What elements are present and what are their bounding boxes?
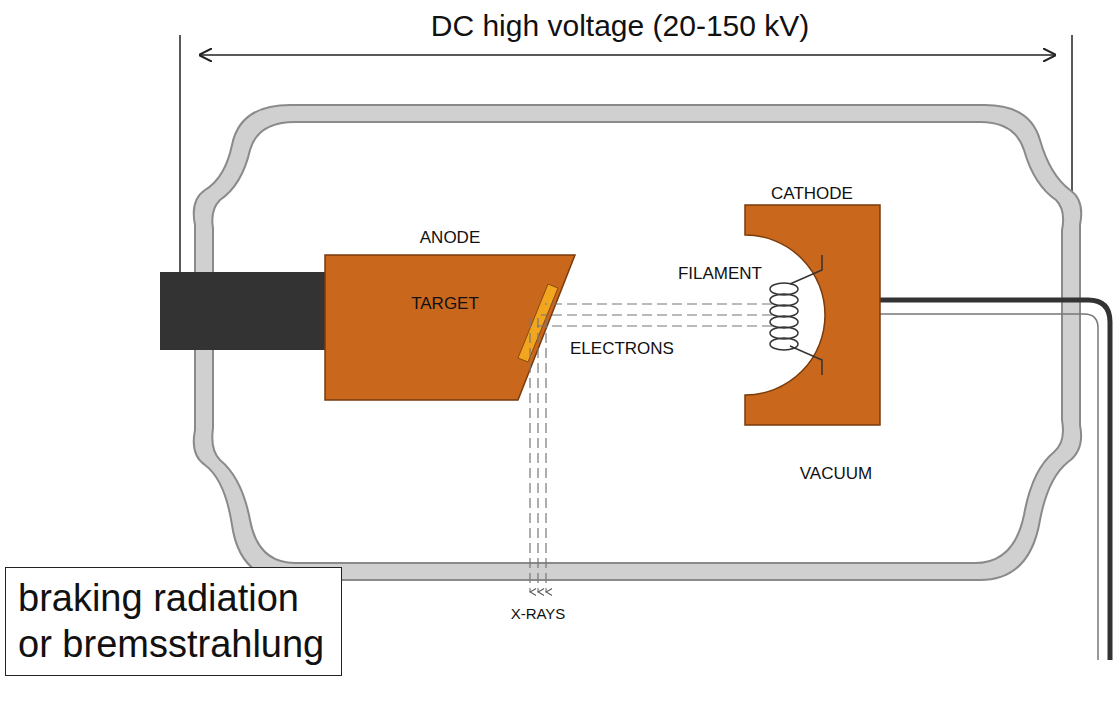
part-label: X-RAYS <box>511 606 566 623</box>
caption-box: braking radiation or bremsstrahlung <box>5 567 342 676</box>
electron-beam <box>537 304 772 326</box>
dimension-label: DC high voltage (20-150 kV) <box>431 9 810 42</box>
anode-stem <box>160 272 330 350</box>
extension-line <box>179 35 181 272</box>
part-label: TARGET <box>411 295 479 314</box>
part-label: ANODE <box>420 229 480 248</box>
cathode-cable <box>880 300 1110 660</box>
part-label: CATHODE <box>771 185 853 204</box>
coil-winding <box>770 305 798 317</box>
coil-winding <box>770 294 798 306</box>
filament-lead <box>790 346 822 375</box>
part-label: ELECTRONS <box>570 340 674 359</box>
caption-text: braking radiation or bremsstrahlung <box>18 576 329 667</box>
coil-winding <box>770 283 798 295</box>
voltage-arrow <box>200 54 1055 56</box>
region-label: VACUUM <box>800 465 872 484</box>
xray-beam <box>530 318 546 592</box>
part-label: FILAMENT <box>678 265 762 284</box>
glass-envelope <box>194 105 1082 580</box>
coil-winding <box>770 327 798 339</box>
coil-winding <box>770 338 798 350</box>
coil-winding <box>770 316 798 328</box>
filament-lead <box>790 255 822 284</box>
filament-wire <box>880 314 1098 660</box>
filament-coil <box>770 283 798 350</box>
vacuum-space <box>212 122 1063 563</box>
